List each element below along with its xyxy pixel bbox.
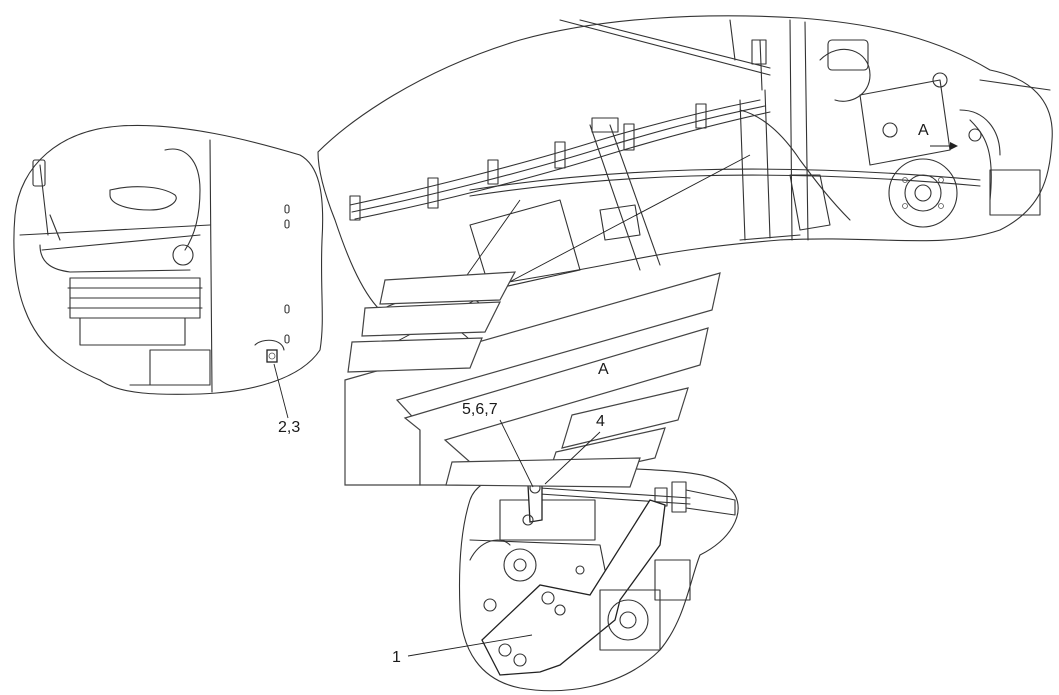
- bracket-detail: [458, 465, 739, 692]
- leader-2-3: [273, 363, 289, 419]
- callout-part-1: 1: [392, 649, 401, 666]
- callout-part-2-3: 2,3: [278, 419, 301, 436]
- upper-frame-detail: [317, 15, 1053, 346]
- seat-detail: [13, 124, 324, 395]
- callout-part-4: 4: [596, 413, 605, 430]
- leader-4: [544, 431, 601, 485]
- view-a-label-main: A: [598, 361, 609, 378]
- view-a-chevron: [344, 271, 721, 488]
- leader-1: [407, 634, 533, 657]
- callout-part-5-6-7: 5,6,7: [462, 401, 498, 418]
- leader-5-6-7: [499, 419, 534, 488]
- leader-lines: [273, 363, 601, 657]
- view-a-label-top: A: [918, 122, 929, 139]
